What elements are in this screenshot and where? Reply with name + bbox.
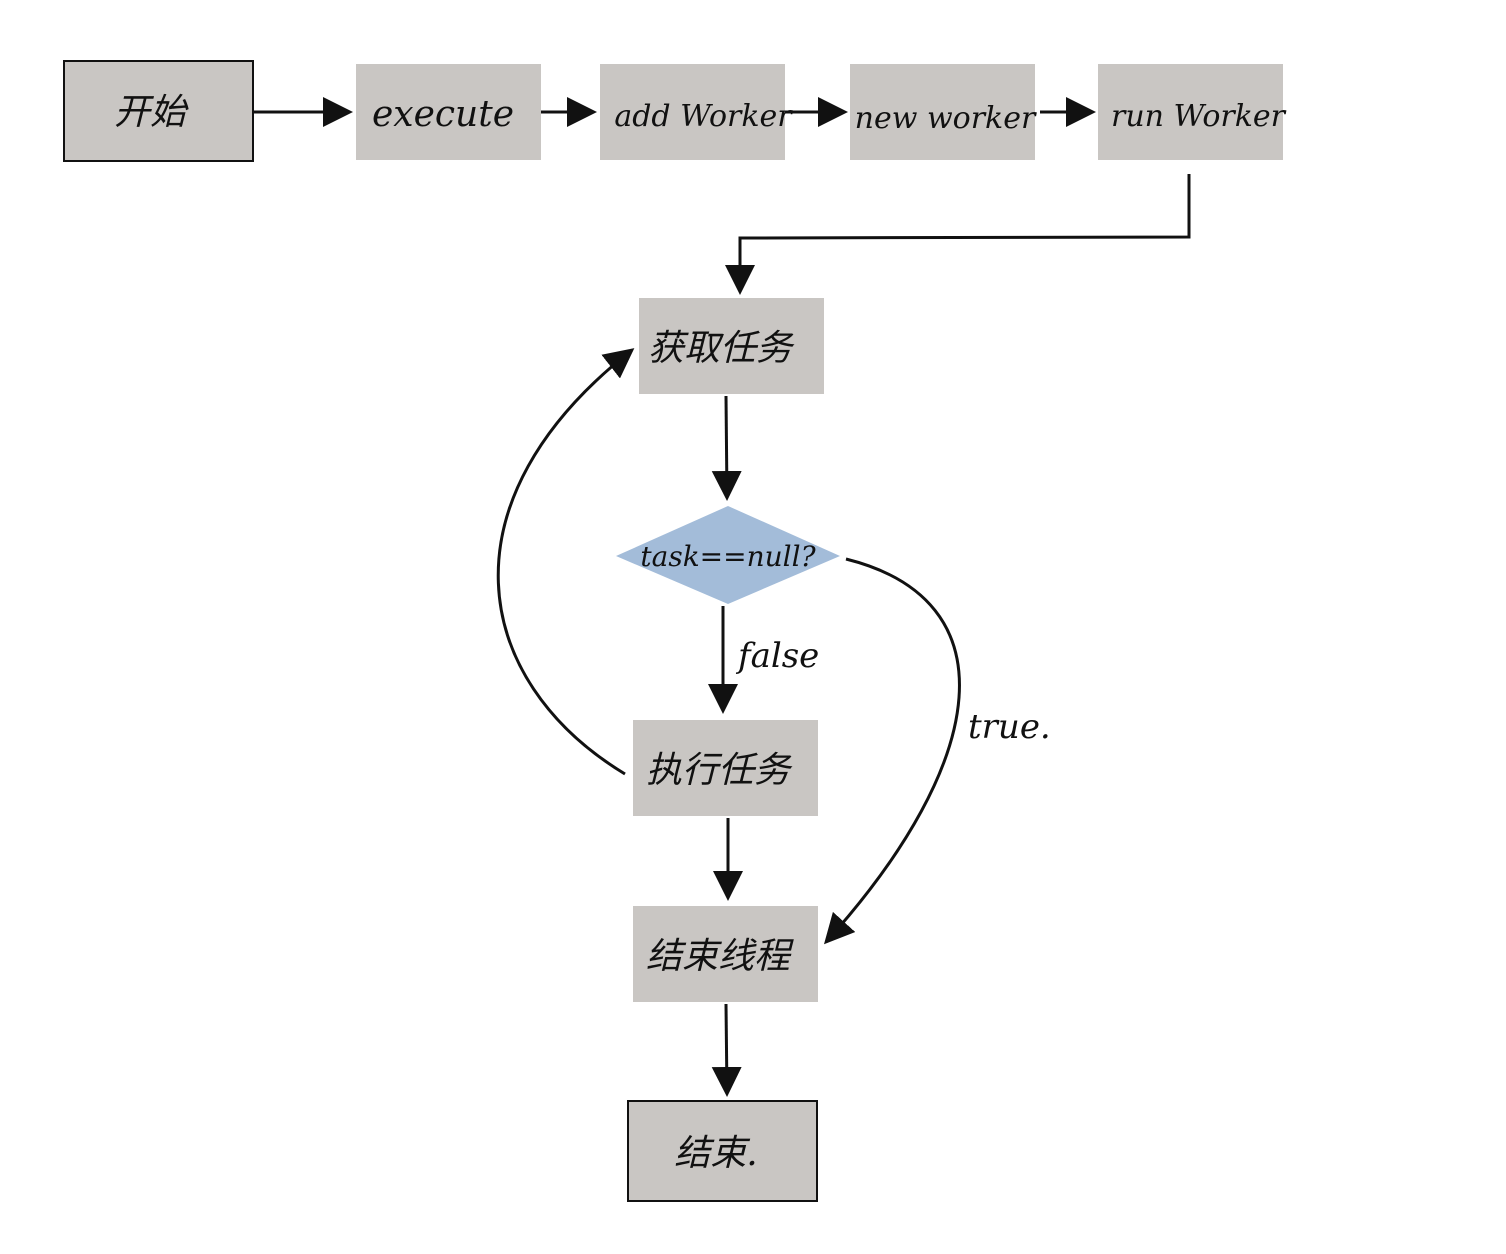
true-label: true. [968, 707, 1051, 747]
start-node-label: 开始 [114, 92, 189, 133]
edge-gettask-decision [711, 395, 742, 501]
end-node [627, 1100, 818, 1202]
run-worker-node-label: run Worker [1111, 99, 1287, 134]
execute-task-node [633, 720, 818, 816]
execute-node [356, 64, 541, 160]
edge-runworker-gettask [725, 174, 1191, 295]
new-worker-node [850, 64, 1035, 160]
task-null-decision-label: task==null? [640, 540, 816, 573]
execute-task-node-label: 执行任务 [646, 750, 793, 791]
edge-executetask-gettask-loop [496, 348, 635, 776]
end-node-label: 结束. [674, 1133, 757, 1174]
task-null-decision [616, 506, 840, 604]
execute-node-label: execute [372, 94, 514, 135]
false-label: false [735, 636, 819, 676]
add-worker-node-label: add Worker [614, 99, 793, 134]
edge-endthread-end [711, 1003, 742, 1097]
run-worker-node [1098, 64, 1283, 160]
add-worker-node [600, 64, 785, 160]
get-task-node-label: 获取任务 [648, 328, 795, 369]
end-thread-node-label: 结束线程 [646, 936, 794, 977]
end-thread-node [633, 906, 818, 1002]
get-task-node [639, 298, 824, 394]
start-node [63, 60, 254, 162]
new-worker-node-label: new worker [855, 101, 1037, 136]
edge-decision-endthread [823, 557, 961, 945]
